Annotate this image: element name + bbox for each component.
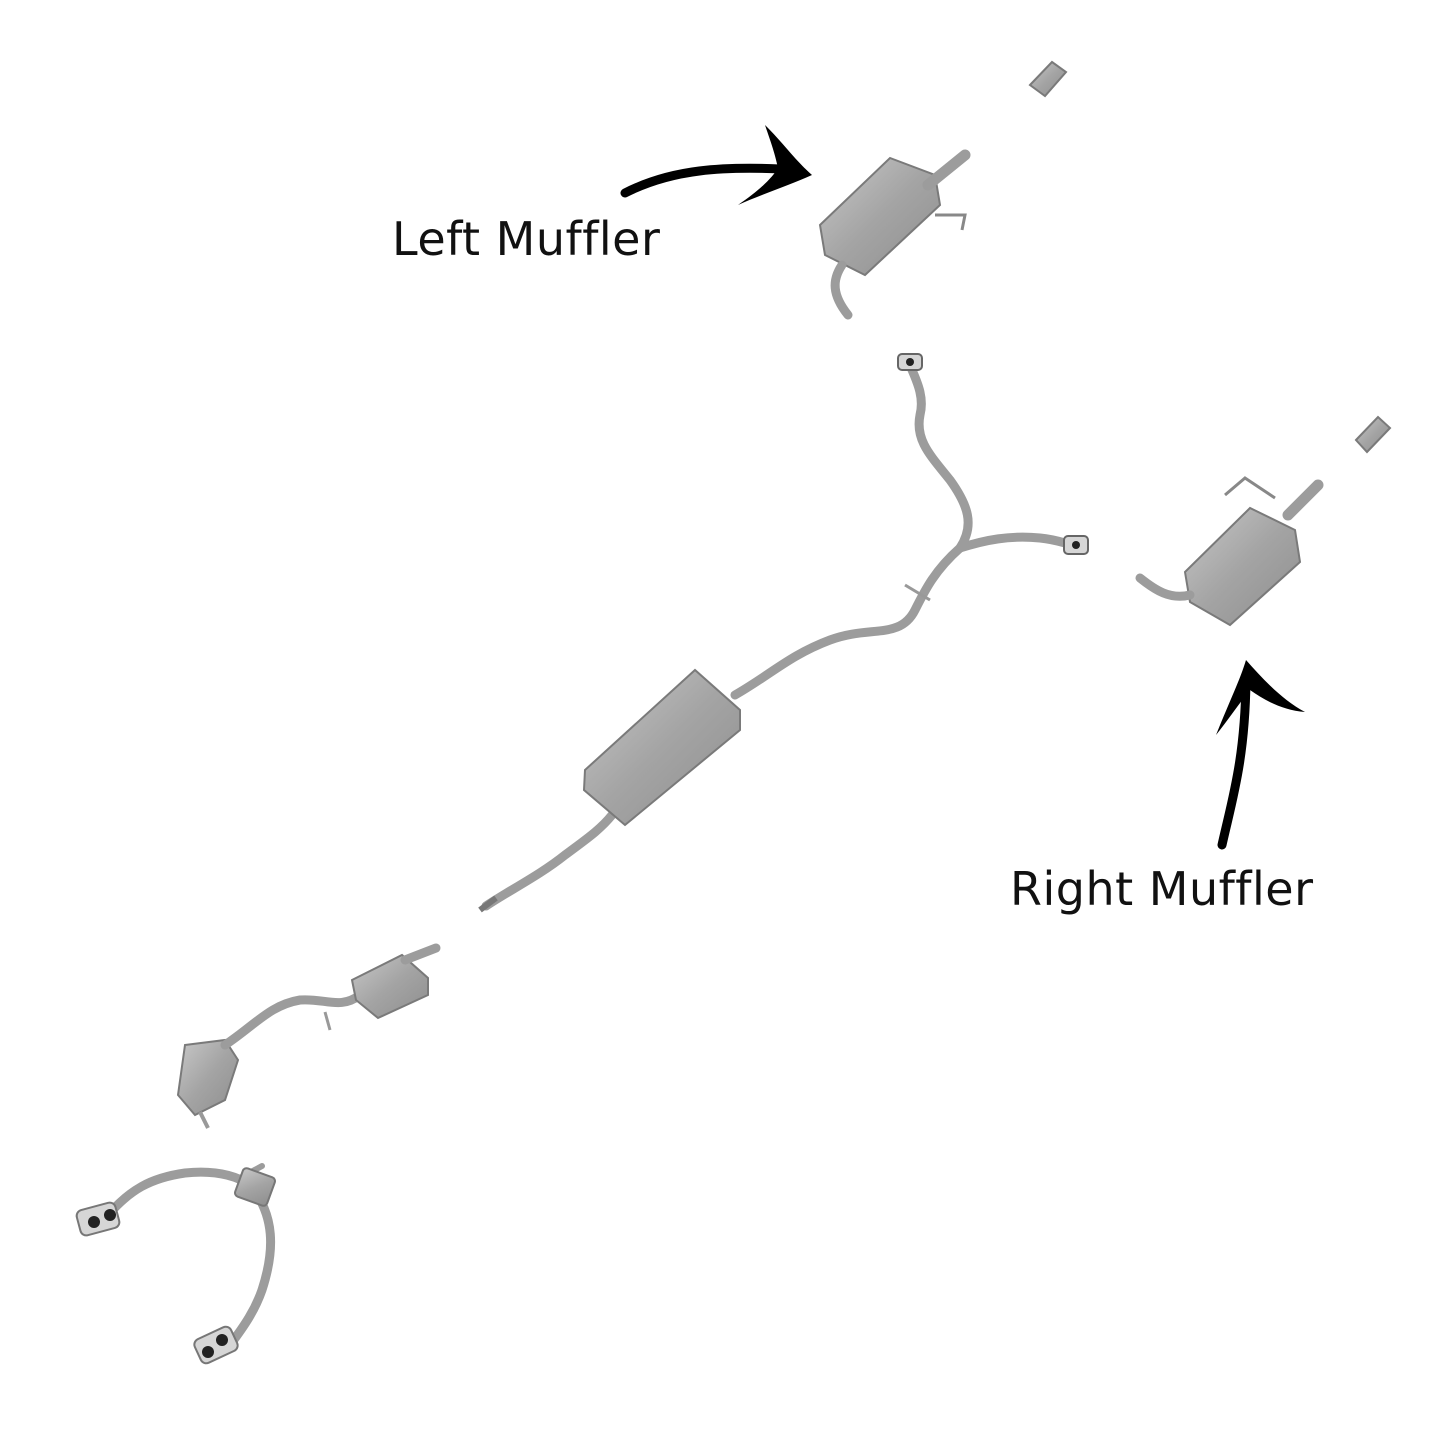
front-catalytic-converter (176, 990, 365, 1129)
right-muffler-arrow (1216, 660, 1305, 850)
left-muffler-label: Left Muffler (392, 212, 661, 266)
right-exhaust-tip (1354, 415, 1392, 454)
rear-y-pipe-flanges (897, 353, 1089, 555)
rear-catalytic-converter (350, 943, 441, 1020)
resonator-assembly (478, 543, 965, 913)
left-exhaust-tip (1028, 60, 1068, 98)
rear-y-pipe (905, 360, 1080, 553)
front-y-pipe-flanges (75, 1167, 276, 1365)
left-muffler (818, 149, 971, 320)
left-muffler-arrow (620, 125, 812, 205)
right-muffler (1135, 476, 1324, 627)
right-muffler-label: Right Muffler (1010, 862, 1314, 916)
